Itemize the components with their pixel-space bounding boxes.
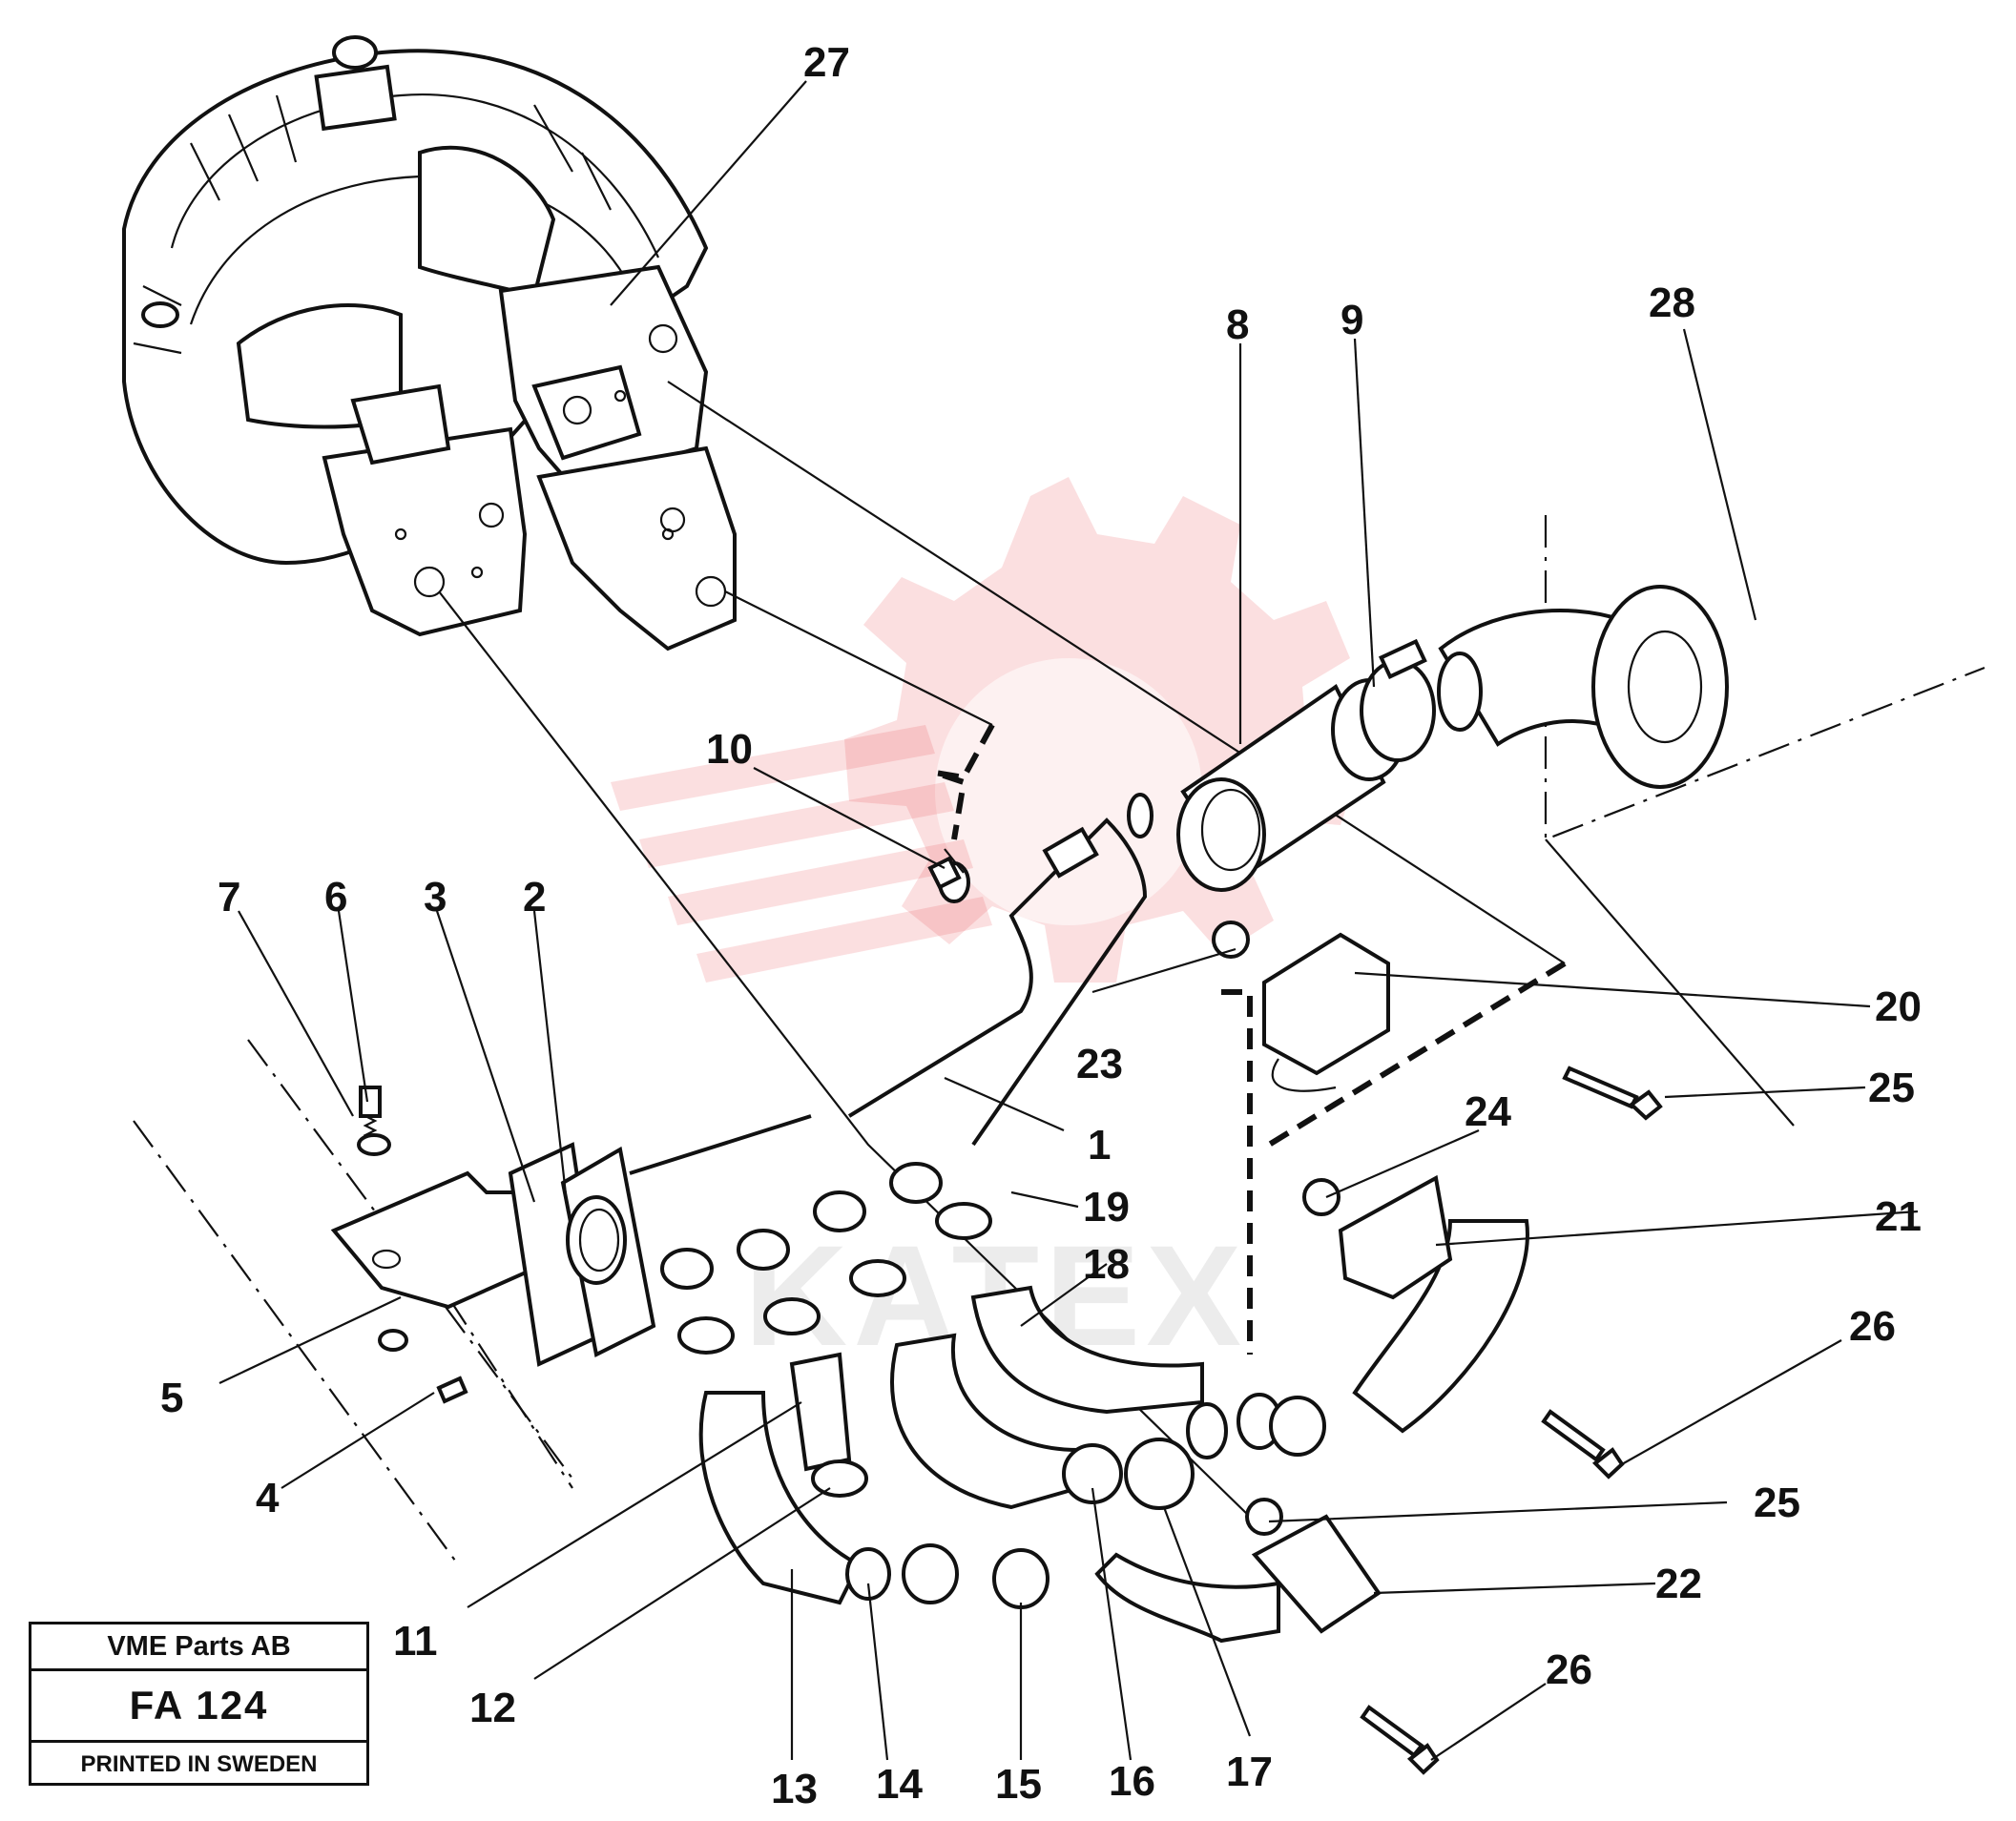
- callout-26-c: 26: [1546, 1646, 1592, 1693]
- callout-4: 4: [256, 1475, 280, 1521]
- drawing-code: FA 124: [31, 1671, 366, 1743]
- callout-18: 18: [1083, 1241, 1130, 1288]
- callout-15: 15: [995, 1761, 1042, 1808]
- company-name: VME Parts AB: [31, 1624, 366, 1671]
- callout-7: 7: [218, 874, 240, 921]
- callout-26-a: 25: [1868, 1065, 1915, 1111]
- intake-tube-8: [1176, 638, 1436, 892]
- callout-25: 25: [1754, 1480, 1800, 1526]
- hydraulic-pump-assembly: [122, 35, 737, 652]
- callout-27: 27: [803, 39, 850, 86]
- title-block: VME Parts AB FA 124 PRINTED IN SWEDEN: [29, 1622, 369, 1786]
- printed-label: PRINTED IN SWEDEN: [80, 1751, 318, 1777]
- callout-3: 3: [424, 874, 447, 921]
- callout-8: 8: [1226, 301, 1249, 348]
- callout-24: 24: [1465, 1088, 1511, 1135]
- callout-22: 22: [1655, 1561, 1702, 1607]
- callout-23: 23: [1076, 1041, 1123, 1087]
- callout-13: 13: [771, 1766, 818, 1812]
- leader-lines: [218, 80, 1919, 1761]
- callout-20: 20: [1875, 983, 1922, 1030]
- callout-2: 2: [523, 874, 546, 921]
- callout-9: 9: [1341, 297, 1363, 343]
- callout-labels: 27 8 9 28 10 7 6 3 2 23 1 19 18 24 20 25…: [160, 39, 1922, 1812]
- callout-28: 28: [1649, 279, 1695, 326]
- callout-17: 17: [1226, 1749, 1273, 1795]
- callout-11: 11: [393, 1618, 438, 1665]
- callout-10: 10: [706, 726, 753, 773]
- callout-19: 19: [1083, 1184, 1130, 1231]
- flange-blocks: [927, 856, 1663, 1775]
- callout-16: 16: [1109, 1758, 1155, 1805]
- pipe-1: [629, 793, 1153, 1175]
- callout-14: 14: [876, 1761, 923, 1808]
- callout-6: 6: [324, 874, 347, 921]
- callout-21: 21: [1875, 1193, 1922, 1240]
- callout-5: 5: [160, 1375, 183, 1421]
- mounting-bracket: [330, 1086, 656, 1404]
- callout-26-b: 26: [1849, 1303, 1896, 1350]
- callout-12: 12: [469, 1685, 516, 1731]
- callout-1: 1: [1088, 1122, 1111, 1169]
- suction-elbow-28: [1437, 585, 1729, 789]
